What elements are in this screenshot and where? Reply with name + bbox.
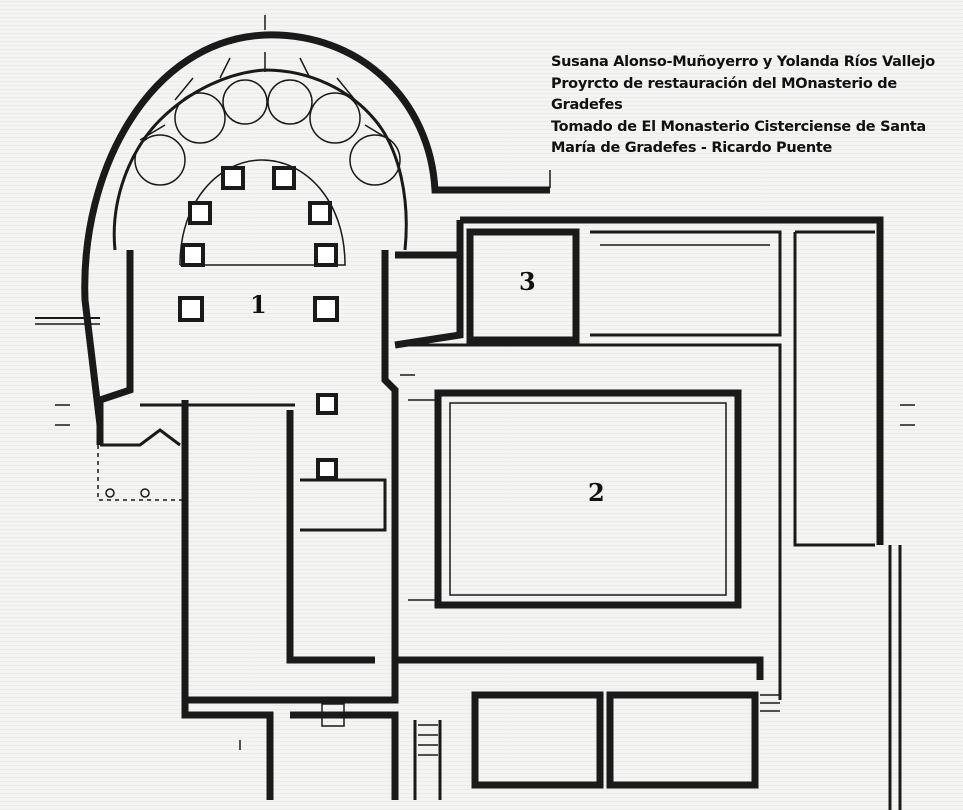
church-south-wall [381, 250, 399, 660]
east-range-wall [460, 216, 884, 545]
label-room-3: 3 [519, 267, 536, 296]
church-piers [178, 166, 339, 480]
label-cloister: 2 [588, 478, 605, 507]
credits-text: Susana Alonso-Muñoyerro y Yolanda Ríos V… [551, 52, 935, 160]
credits-source: Tomado de El Monasterio Cisterciense de … [551, 118, 926, 135]
room-3-walls [466, 228, 580, 344]
credits-authors: Susana Alonso-Muñoyerro y Yolanda Ríos V… [551, 54, 935, 70]
cloister-inner [449, 402, 727, 596]
apse-outer-wall [81, 31, 550, 426]
label-church: 1 [250, 290, 267, 319]
cloister-outer [434, 389, 742, 609]
nave-west [181, 400, 399, 704]
credits-project-cont: Gradefes [551, 97, 623, 113]
church-north-wall [96, 250, 134, 445]
south-room-2 [606, 691, 759, 789]
south-room-1 [471, 691, 604, 789]
credits-source-cont: María de Gradefes - Ricardo Puente [551, 140, 833, 156]
credits-project: Proyrcto de restauración del MOnasterio … [551, 75, 897, 92]
